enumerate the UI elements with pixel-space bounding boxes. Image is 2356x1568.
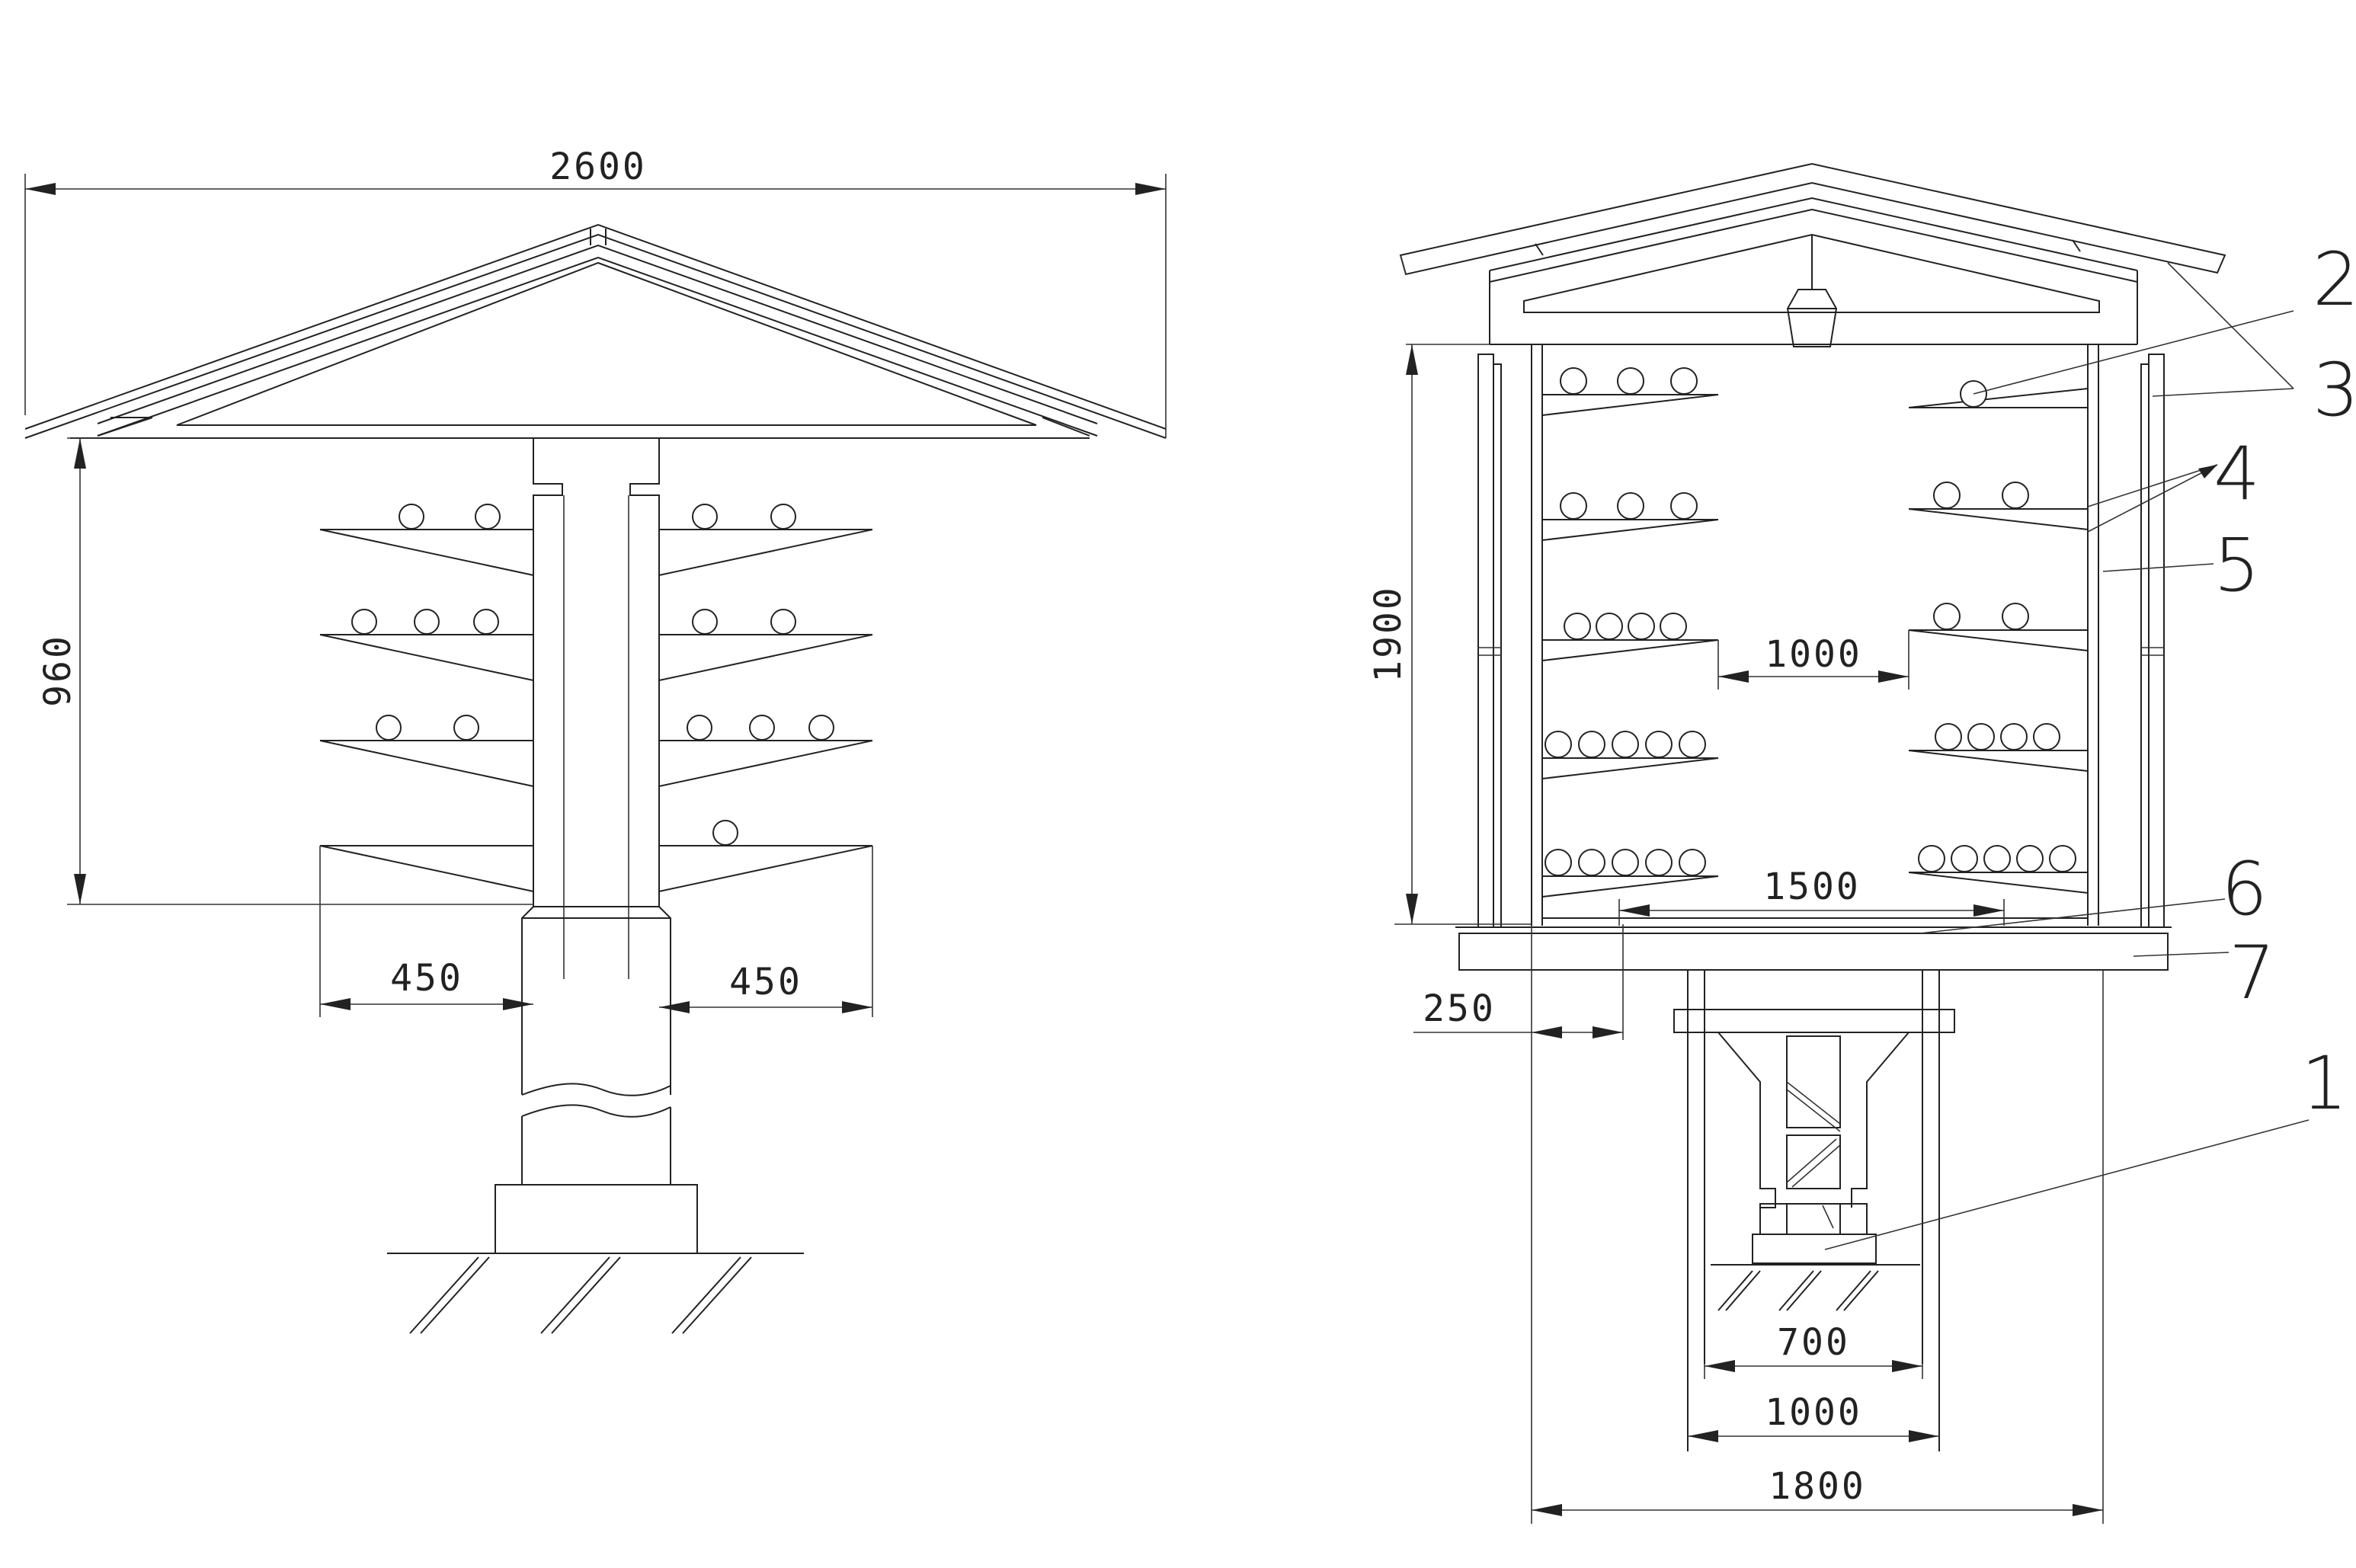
right-base-slab <box>1455 926 2172 971</box>
dimension-700: 700 <box>1704 1321 1923 1379</box>
left-balls <box>351 504 834 846</box>
right-balls <box>1545 367 2076 876</box>
dim-label-1900: 1900 <box>1367 585 1410 683</box>
left-post <box>387 438 804 1334</box>
dimension-450-left: 450 <box>319 846 533 1017</box>
right-support <box>1673 970 1955 1451</box>
dimension-1500: 1500 <box>1618 866 2005 926</box>
dim-label-250: 250 <box>1423 987 1496 1030</box>
right-roof <box>1399 162 2226 347</box>
callout-6: 6 <box>2221 846 2268 932</box>
dim-label-450-right: 450 <box>729 961 802 1003</box>
callout-3: 3 <box>2313 347 2356 433</box>
dimension-450-right: 450 <box>659 846 873 1017</box>
dim-label-1500: 1500 <box>1763 866 1861 908</box>
callout-2: 2 <box>2313 237 2356 322</box>
dimension-1000-inner: 1000 <box>1717 630 1909 690</box>
dimension-1800: 1800 <box>1532 970 2104 1524</box>
left-shelves <box>319 529 873 892</box>
dim-label-1000-frame: 1000 <box>1765 1391 1862 1434</box>
callout-1: 1 <box>2301 1041 2348 1126</box>
dim-label-1000-inner: 1000 <box>1765 633 1862 676</box>
dimension-1000-frame: 1000 <box>1688 1391 1939 1442</box>
dimension-250: 250 <box>1413 924 1624 1524</box>
callout-7: 7 <box>2229 930 2275 1016</box>
callout-leaders <box>1824 262 2310 1250</box>
dim-label-1800: 1800 <box>1769 1465 1866 1508</box>
dimension-2600: 2600 <box>24 146 1167 438</box>
left-view: 2600 <box>24 146 1167 1334</box>
callout-5: 5 <box>2214 523 2260 608</box>
dim-label-700: 700 <box>1777 1321 1850 1364</box>
callout-4: 4 <box>2214 431 2260 517</box>
dimension-1900: 1900 <box>1367 344 1532 925</box>
dim-label-450-left: 450 <box>390 957 463 1000</box>
dimension-960: 960 <box>37 437 533 905</box>
callout-numbers: 2 3 4 5 6 7 1 <box>2214 237 2356 1126</box>
left-roof <box>24 223 1167 439</box>
right-shelves <box>1541 388 2089 898</box>
dim-label-960: 960 <box>37 634 79 707</box>
right-view: 1900 1000 1500 250 <box>1367 162 2356 1524</box>
dim-label-2600: 2600 <box>549 146 647 188</box>
